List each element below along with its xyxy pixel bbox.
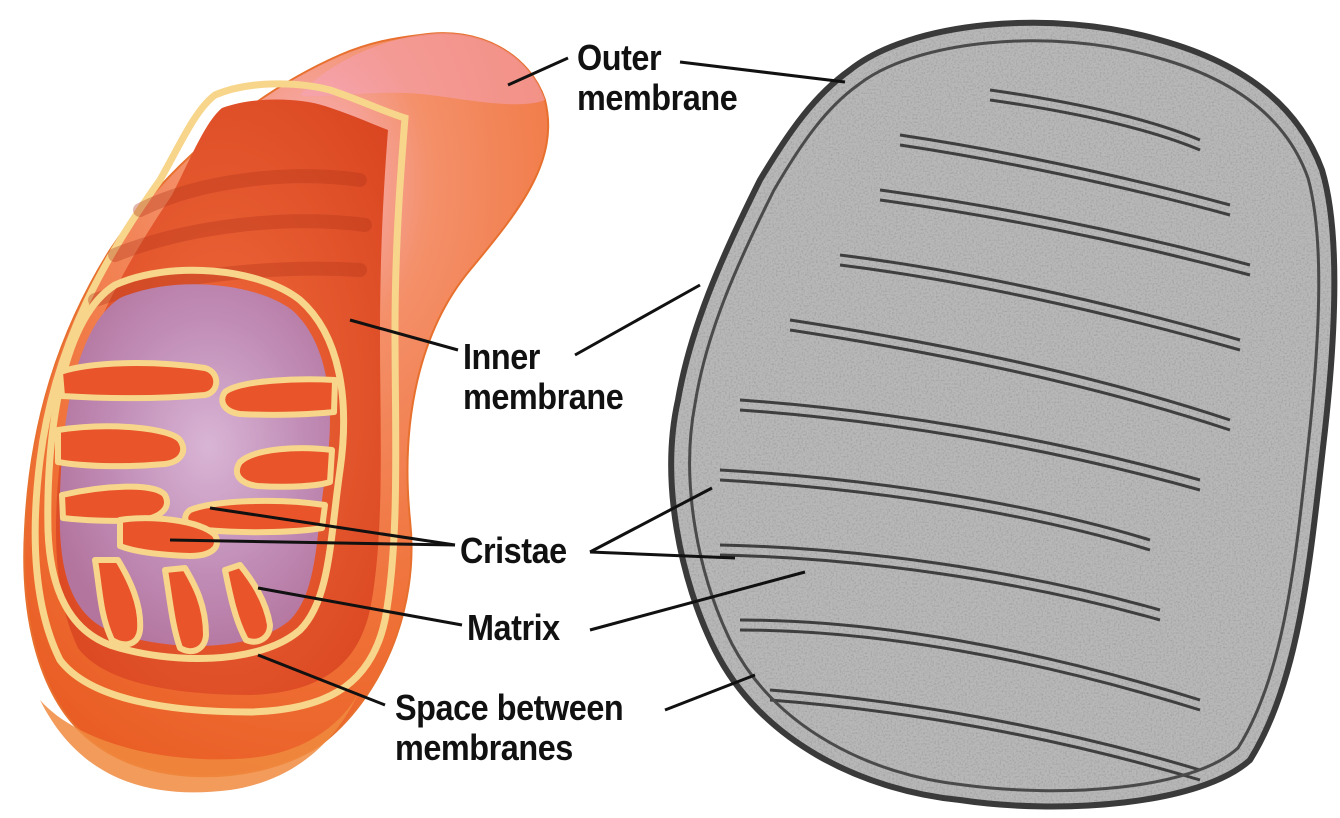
inner-membrane-label-line2: membrane — [463, 377, 623, 417]
matrix-label: Matrix — [467, 608, 560, 648]
outer-membrane-label-line2: membrane — [577, 78, 737, 118]
electron-micrograph — [660, 0, 1340, 813]
outer-membrane-label-line1: Outer — [577, 38, 737, 78]
space-between-membranes-label: Space between membranes — [395, 688, 623, 768]
inner-membrane-label-line1: Inner — [463, 337, 623, 377]
inner-membrane-label: Inner membrane — [463, 337, 623, 417]
space-between-label-line1: Space between — [395, 688, 623, 728]
space-between-label-line2: membranes — [395, 728, 623, 768]
outer-membrane-label: Outer membrane — [577, 38, 737, 118]
cristae-label: Cristae — [460, 531, 567, 571]
